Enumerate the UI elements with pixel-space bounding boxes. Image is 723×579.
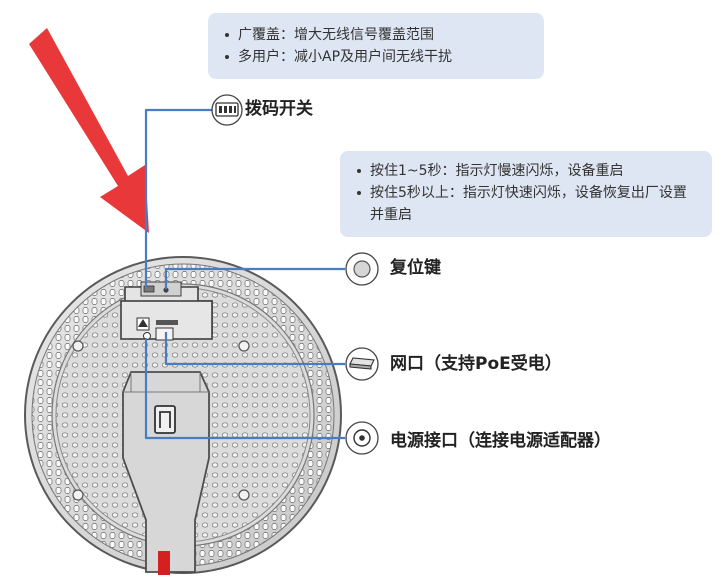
red-latch — [158, 551, 170, 575]
label-dip-switch: 拨码开关 — [245, 99, 313, 119]
callout-reset-item: 按住1~5秒：指示灯慢速闪烁，设备重启 — [354, 160, 698, 182]
interface-panel — [121, 282, 212, 340]
label-reset-key: 复位键 — [390, 258, 441, 278]
callout-coverage-item: 多用户：减小AP及用户间无线干扰 — [222, 46, 530, 68]
reset-button-icon — [346, 253, 378, 285]
access-point-device — [25, 257, 341, 575]
label-network-port: 网口（支持PoE受电） — [390, 354, 562, 374]
callout-reset-item: 按住5秒以上：指示灯快速闪烁，设备恢复出厂设置并重启 — [354, 182, 698, 226]
label-power-port: 电源接口（连接电源适配器） — [390, 431, 611, 451]
callout-coverage-item: 广覆盖：增大无线信号覆盖范围 — [222, 24, 530, 46]
callout-coverage: 广覆盖：增大无线信号覆盖范围 多用户：减小AP及用户间无线干扰 — [208, 13, 544, 79]
ethernet-cable-icon — [346, 348, 378, 380]
dc-power-jack-icon — [346, 422, 378, 454]
bracket-latch-icon — [155, 406, 175, 433]
pointer-arrow — [29, 28, 149, 233]
callout-reset-behavior: 按住1~5秒：指示灯慢速闪烁，设备重启 按住5秒以上：指示灯快速闪烁，设备恢复出… — [340, 151, 712, 237]
dip-switch-icon — [212, 95, 242, 125]
